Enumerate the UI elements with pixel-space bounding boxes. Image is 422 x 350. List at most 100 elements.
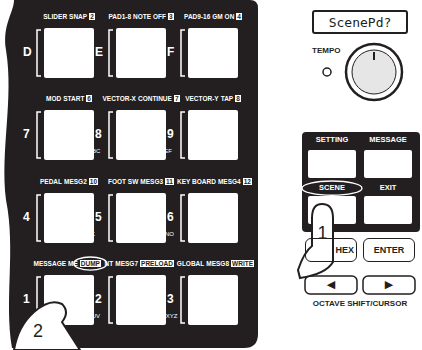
highlight-circle [302, 181, 362, 195]
pad-function-label: 3 [168, 13, 174, 20]
pad [116, 193, 166, 243]
pad-function-label: SLIDER [43, 13, 67, 20]
pad-function-label: PAD9-16 [184, 13, 210, 20]
pad-bracket [181, 112, 185, 158]
pressing-finger [14, 302, 80, 350]
key-digit: 8 [95, 128, 102, 141]
pad-function-label: PEDAL [40, 178, 62, 185]
key-digit: F [167, 46, 174, 59]
tempo-led [323, 68, 331, 76]
pad-label-row: FOOT SWMESG311 [108, 178, 174, 185]
pad-function-label: 12 [243, 178, 252, 185]
button-label: SCENE [308, 184, 356, 192]
pad-function-label: 7 [174, 95, 180, 102]
key-digit: 2 [95, 293, 102, 306]
knob-cap [352, 50, 396, 94]
pad-label-row: GLOBALMESG8WRITE [177, 260, 254, 267]
pad-function-label: FOOT SW [108, 178, 138, 185]
key-letters: TUV [88, 313, 100, 320]
left-button [305, 276, 357, 294]
pad [44, 28, 94, 78]
pad-function-label: START [63, 95, 84, 102]
pad-function-label: ME [68, 260, 78, 267]
enter-button: ENTER [363, 238, 415, 262]
pad-function-label: 10 [89, 178, 98, 185]
pad [116, 28, 166, 78]
knob-label: TEMPO [312, 47, 340, 56]
pad-label-row: PAD9-16GM ON4 [184, 13, 242, 20]
pad-function-label: TAP [221, 95, 234, 102]
hex-button: HEX [305, 238, 357, 262]
button-label: EXIT [364, 184, 412, 192]
pad-bracket [181, 195, 185, 241]
pad-bracket [181, 277, 185, 323]
pad-function-label: 8 [235, 95, 241, 102]
pad-function-label: CONTINUE [138, 95, 172, 102]
pad-panel [4, 0, 258, 348]
pad-label-row: VECTOR-XCONTINUE7 [102, 95, 179, 102]
button-label: SETTING [308, 136, 356, 144]
key-letters: WXYZ [160, 313, 177, 320]
exit-button [364, 196, 412, 224]
key-digit: 6 [167, 211, 174, 224]
pad-function-label: PRELOAD [140, 260, 174, 267]
node-text: ENTER [374, 246, 405, 255]
pad-function-label: 4 [236, 13, 242, 20]
pressing-finger [298, 204, 333, 278]
knob-mark [373, 52, 375, 60]
key-digit: D [23, 46, 32, 59]
pad-function-label: NT [105, 260, 114, 267]
pad-bracket [109, 195, 113, 241]
arrow-symbol: ◀ [305, 279, 357, 291]
pad-function-label: MESG2 [64, 178, 87, 185]
highlight-circle [74, 257, 107, 270]
callout-number: 2 [28, 322, 48, 342]
pad [188, 275, 238, 325]
pad-bracket [37, 30, 41, 76]
pad-function-label: 11 [165, 178, 174, 185]
pad [44, 110, 94, 160]
right-button [363, 276, 415, 294]
pad-function-label: MESG8 [206, 260, 229, 267]
pad [188, 110, 238, 160]
lcd-display: ScenePd? [312, 10, 408, 34]
key-digit: 9 [167, 128, 174, 141]
pad-function-label: SNAP [69, 13, 87, 20]
pad-label-row: KEY BOARDMESG412 [177, 178, 252, 185]
pad-bracket [181, 30, 185, 76]
pad [116, 275, 166, 325]
arrow-symbol: ▶ [363, 279, 415, 291]
key-letters: ABC [88, 148, 100, 155]
key-digit: E [95, 46, 103, 59]
pad [188, 28, 238, 78]
value-knob [346, 44, 402, 100]
pad-function-label: GLOBAL [177, 260, 204, 267]
pad-label-row: MODSTART6 [46, 95, 92, 102]
pad-label-row: MESSAGEMEDUMP [34, 260, 101, 267]
pad-function-label: PAD1-8 [108, 13, 131, 20]
pad-function-label: 2 [89, 13, 95, 20]
pad-function-label: MOD [46, 95, 61, 102]
pad [116, 110, 166, 160]
key-digit: 1 [23, 293, 30, 306]
key-letters: JK [88, 231, 95, 238]
pad-bracket [109, 30, 113, 76]
pad-function-label: WRITE [231, 260, 254, 267]
setting-button [308, 150, 356, 178]
pad-function-label: DUMP [80, 260, 101, 267]
key-digit: 5 [95, 211, 102, 224]
pad-bracket [37, 112, 41, 158]
pad-bracket [37, 195, 41, 241]
key-digit: 3 [167, 293, 174, 306]
callout-number: 1 [312, 224, 333, 244]
key-letters: DEF [160, 148, 172, 155]
pad-function-label: MESG3 [140, 178, 163, 185]
pad-function-label: GM ON [212, 13, 234, 20]
pad-function-label: MESG4 [218, 178, 241, 185]
pad-label-row: SLIDERSNAP2 [43, 13, 95, 20]
pad-function-label: VECTOR-X [102, 95, 135, 102]
pad-label-row: VECTOR-YTAP8 [185, 95, 241, 102]
node-text: HEX [335, 246, 354, 255]
